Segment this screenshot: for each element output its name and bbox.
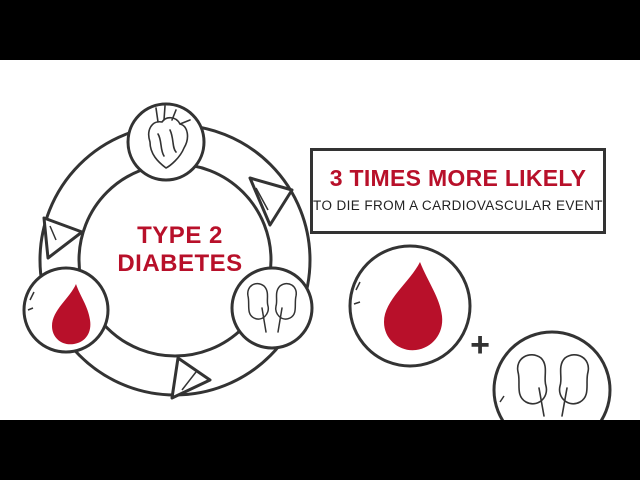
blood-drop-icon xyxy=(52,284,91,345)
callout-subtext: TO DIE FROM A CARDIOVASCULAR EVENT xyxy=(313,198,603,213)
heart-icon xyxy=(147,105,191,169)
letterbox-top xyxy=(0,0,640,60)
center-title: TYPE 2 DIABETES xyxy=(105,222,255,278)
diagram-canvas: + xyxy=(22,102,612,420)
cycle-arrow-right xyxy=(248,176,294,227)
letterbox-bottom xyxy=(0,420,640,480)
large-blood-drop-node xyxy=(348,244,472,368)
cycle-arrow-left xyxy=(42,216,84,260)
plus-sign: + xyxy=(470,326,490,364)
blood-drop-node xyxy=(22,266,110,354)
large-blood-drop-icon xyxy=(384,262,443,351)
heart-node xyxy=(126,102,206,182)
kidneys-node xyxy=(230,266,314,350)
large-kidneys-icon xyxy=(516,354,590,417)
center-title-line2: DIABETES xyxy=(117,250,243,277)
callout-headline: 3 TIMES MORE LIKELY xyxy=(329,165,587,191)
center-title-line1: TYPE 2 xyxy=(137,222,223,249)
illustration-panel: + TYPE 2 DIABETES 3 TIMES MORE LIKELY TO… xyxy=(0,60,640,420)
kidneys-icon xyxy=(247,282,297,333)
cycle-arrow-bottom xyxy=(170,356,212,400)
large-kidneys-node xyxy=(492,330,612,420)
callout-box: 3 TIMES MORE LIKELY TO DIE FROM A CARDIO… xyxy=(310,148,606,234)
